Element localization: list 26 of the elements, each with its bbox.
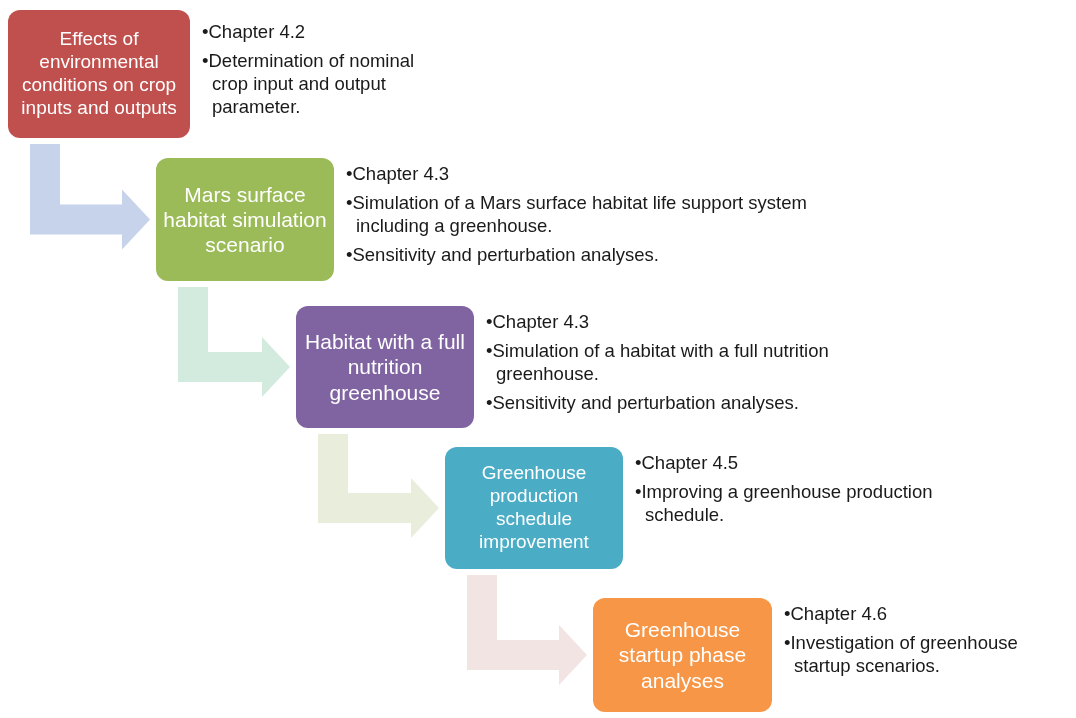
process-box bbox=[8, 10, 190, 138]
bullet-text: •Simulation of a habitat with a full nutrition greenhouse. bbox=[486, 339, 830, 386]
bent-arrow bbox=[467, 575, 587, 685]
process-box bbox=[156, 158, 334, 281]
box-label: Habitat with a full nutrition greenhouse bbox=[304, 329, 466, 405]
box-label: Greenhouse production schedule improvement bbox=[478, 462, 590, 554]
bullet-text: •Sensitivity and perturbation analyses. bbox=[346, 243, 660, 267]
bullet-text: •Chapter 4.3 bbox=[346, 162, 451, 186]
bent-arrow bbox=[178, 287, 290, 397]
bullet-text: •Chapter 4.2 bbox=[202, 20, 307, 44]
bullet-text: •Chapter 4.5 bbox=[635, 451, 740, 475]
bullet-text: •Chapter 4.6 bbox=[784, 602, 889, 626]
bullet-text: •Improving a greenhouse production schedule. bbox=[635, 480, 934, 527]
bullet-text: •Simulation of a Mars surface habitat life support system including a greenhouse. bbox=[346, 191, 808, 238]
bent-arrow bbox=[30, 144, 150, 250]
process-box bbox=[445, 447, 623, 569]
bullet-text: •Sensitivity and perturbation analyses. bbox=[486, 391, 800, 415]
box-label: Greenhouse startup phase analyses bbox=[617, 617, 748, 693]
bullet-text: •Investigation of greenhouse startup scenarios. bbox=[784, 631, 1019, 678]
box-label: Mars surface habitat simulation scenario bbox=[162, 181, 328, 258]
process-box bbox=[593, 598, 772, 712]
bent-arrow bbox=[318, 434, 439, 538]
bullet-text: •Determination of nominal crop input and output parameter. bbox=[202, 49, 416, 119]
bullet-text: •Chapter 4.3 bbox=[486, 310, 591, 334]
process-box bbox=[296, 306, 474, 428]
box-label: Effects of environmental conditions on crop inputs and outputs bbox=[20, 28, 178, 120]
